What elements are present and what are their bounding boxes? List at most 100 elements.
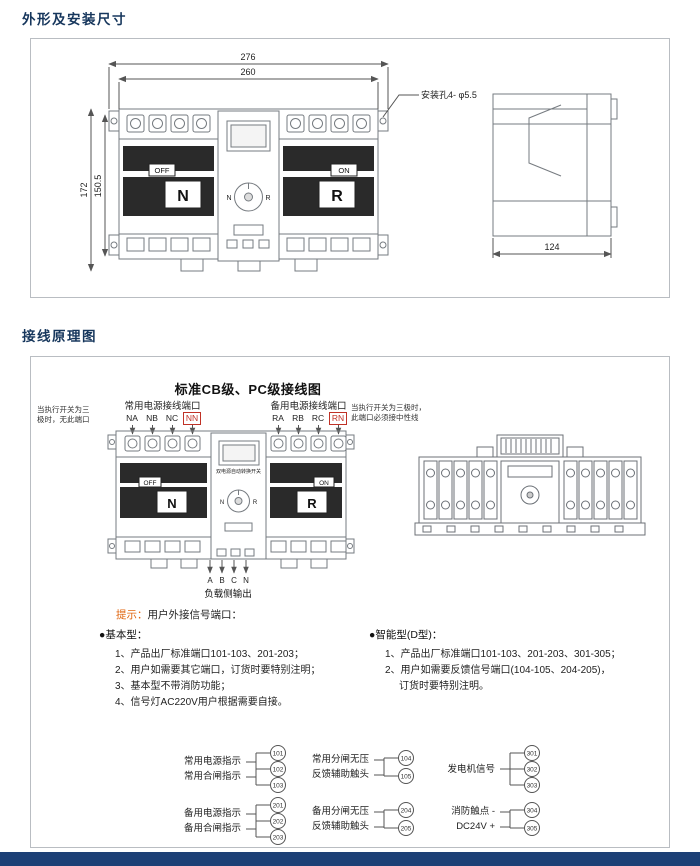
normal-port-label: 常用电源接线端口	[124, 401, 201, 412]
wiring-console	[210, 432, 267, 560]
dimension-lines	[87, 60, 612, 272]
switch-illustration	[414, 434, 646, 536]
terminal-bracket: 104 105	[374, 750, 414, 784]
terminal-number: 105	[401, 774, 412, 781]
load-terminal-b: B	[219, 576, 224, 585]
smart-item-2: 2、用户如需要反馈信号端口(104-105、204-205)，	[385, 665, 611, 676]
terminal-number: 103	[273, 783, 284, 790]
signal-label: 备用电源指示	[183, 808, 241, 819]
dim-260: 260	[240, 67, 255, 77]
tip-row: 提示：用户外接信号端口：	[116, 607, 242, 622]
tip-label: 提示：	[116, 609, 148, 621]
basic-item-2: 2、用户如需要其它端口，订货时要特别注明；	[115, 665, 321, 676]
on-label: ON	[338, 166, 349, 175]
terminal-label-nc: NC	[165, 413, 179, 423]
outline-panel: OFF N ON R N R	[30, 38, 670, 298]
left-note: 当执行开关为三 极时，无此端口	[37, 405, 105, 424]
load-terminal-n: N	[243, 576, 249, 585]
terminal-label-rb: RB	[292, 413, 304, 423]
terminal-bracket: 304 305	[500, 802, 540, 836]
signal-label: 反馈辅助触头	[311, 769, 369, 780]
terminal-number: 203	[273, 835, 284, 842]
signal-label: DC24V +	[456, 821, 495, 832]
load-arrows	[207, 560, 249, 574]
terminal-number: 102	[273, 767, 284, 774]
terminal-number: 101	[273, 751, 284, 758]
section-title-wiring: 接线原理图	[22, 329, 97, 344]
signal-labels: 消防触点 - DC24V +	[433, 804, 495, 834]
terminal-bracket: 204 205	[374, 802, 414, 836]
terminal-bracket: 101 102 103	[246, 745, 286, 793]
signal-label: 发电机信号	[447, 763, 495, 775]
terminal-label-nb: NB	[146, 413, 158, 423]
switch-position-labels: OFF N ON R	[148, 163, 358, 209]
bottom-terminals	[126, 237, 371, 252]
signal-port-201-203: 备用电源指示 备用合闸指示 201 202 203	[179, 796, 298, 846]
signal-label: 备用合闸指示	[183, 823, 241, 834]
smart-item-2b: 订货时要特别注明。	[399, 681, 489, 692]
terminal-number: 201	[273, 803, 284, 810]
footer-bar	[0, 852, 700, 866]
right-note-line1: 当执行开关为三极时，	[351, 403, 426, 412]
terminal-label-rn: RN	[329, 412, 347, 425]
wiring-knob-r: R	[253, 500, 258, 506]
terminal-bracket: 301 302 303	[500, 745, 540, 793]
dim-150-5: 150.5	[93, 175, 103, 198]
signal-label: 反馈辅助触头	[311, 821, 369, 832]
wiring-console-text: 双电源自动转换开关 N R	[216, 468, 261, 506]
terminal-label-nn: NN	[183, 412, 201, 425]
knob-r-label: R	[265, 195, 270, 202]
terminal-number: 303	[527, 783, 538, 790]
load-output-label: 负载侧输出	[204, 588, 252, 600]
wiring-title: 标准CB级、PC级接线图	[174, 382, 322, 397]
signal-labels: 备用电源指示 备用合闸指示	[179, 806, 241, 836]
wiring-knob-n: N	[220, 500, 224, 506]
signal-labels: 备用分闸无压 反馈辅助触头	[307, 804, 369, 834]
load-terminal-c: C	[231, 576, 237, 585]
terminal-number: 104	[401, 756, 412, 763]
signal-port-304-305: 消防触点 - DC24V + 304 305	[433, 794, 552, 844]
knob-n-label: N	[226, 195, 231, 202]
terminal-label-rc: RC	[311, 413, 325, 423]
wiring-normal-label: N	[167, 496, 176, 511]
outline-drawing: OFF N ON R N R	[79, 52, 618, 272]
dim-276: 276	[240, 52, 255, 62]
signal-label: 备用分闸无压	[311, 806, 369, 817]
left-note-line2: 极时，无此端口	[37, 414, 90, 424]
terminal-number: 304	[527, 808, 538, 815]
terminal-number: 204	[401, 808, 412, 815]
signal-label: 常用电源指示	[183, 756, 241, 767]
signal-port-101-103: 常用电源指示 常用合闸指示 101 102 103	[179, 744, 298, 794]
signal-port-104-105: 常用分闸无压 反馈辅助触头 104 105	[307, 742, 426, 792]
dimension-labels: 276 260 172 150.5 安装孔4- φ5.5 124	[79, 52, 560, 252]
reserve-label: R	[331, 188, 343, 205]
signal-labels: 常用电源指示 常用合闸指示	[179, 754, 241, 784]
off-label: OFF	[155, 166, 170, 175]
normal-label: N	[177, 188, 189, 205]
wiring-off-label: OFF	[144, 480, 157, 487]
smart-item-1: 1、产品出厂标准端口101-103、201-203、301-305；	[385, 649, 621, 660]
terminal-number: 202	[273, 819, 284, 826]
right-note-line2: 此端口必须接中性线	[351, 412, 419, 422]
terminal-label-ra: RA	[272, 413, 284, 423]
control-console	[217, 110, 280, 262]
basic-type-title: ●基本型：	[99, 629, 148, 641]
terminal-number: 205	[401, 826, 412, 833]
tip-text: 用户外接信号端口：	[147, 609, 243, 621]
wiring-bottom-terminals	[124, 540, 347, 553]
wiring-reserve-label: R	[307, 496, 317, 511]
terminal-bracket: 201 202 203	[246, 797, 286, 845]
signal-port-301-303: 发电机信号 301 302 303	[433, 744, 552, 794]
backup-port-label: 备用电源接线端口	[270, 401, 347, 412]
top-terminals	[126, 114, 371, 133]
wiring-device	[107, 430, 355, 569]
terminal-number: 302	[527, 767, 538, 774]
wiring-drawing: OFF N ON R 双电源自动转换开关 N R	[107, 425, 646, 600]
signal-label: 常用分闸无压	[311, 754, 369, 765]
switch-name-label: 双电源自动转换开关	[216, 468, 261, 475]
terminal-number: 301	[527, 751, 538, 758]
left-note-line1: 当执行开关为三	[37, 405, 90, 414]
side-view	[492, 93, 618, 237]
signal-labels: 常用分闸无压 反馈辅助触头	[307, 752, 369, 782]
